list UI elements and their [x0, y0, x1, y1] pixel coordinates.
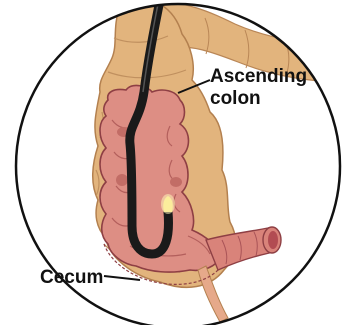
ileum-lumen — [268, 231, 278, 249]
label-cecum: Cecum — [40, 267, 103, 288]
interior-shadow — [170, 177, 182, 187]
label-ascending-line1: Ascending — [210, 66, 307, 87]
interior-shadow — [116, 174, 128, 186]
colonoscope-light-glow — [161, 194, 175, 214]
label-ascending-line2: colon — [210, 88, 261, 109]
